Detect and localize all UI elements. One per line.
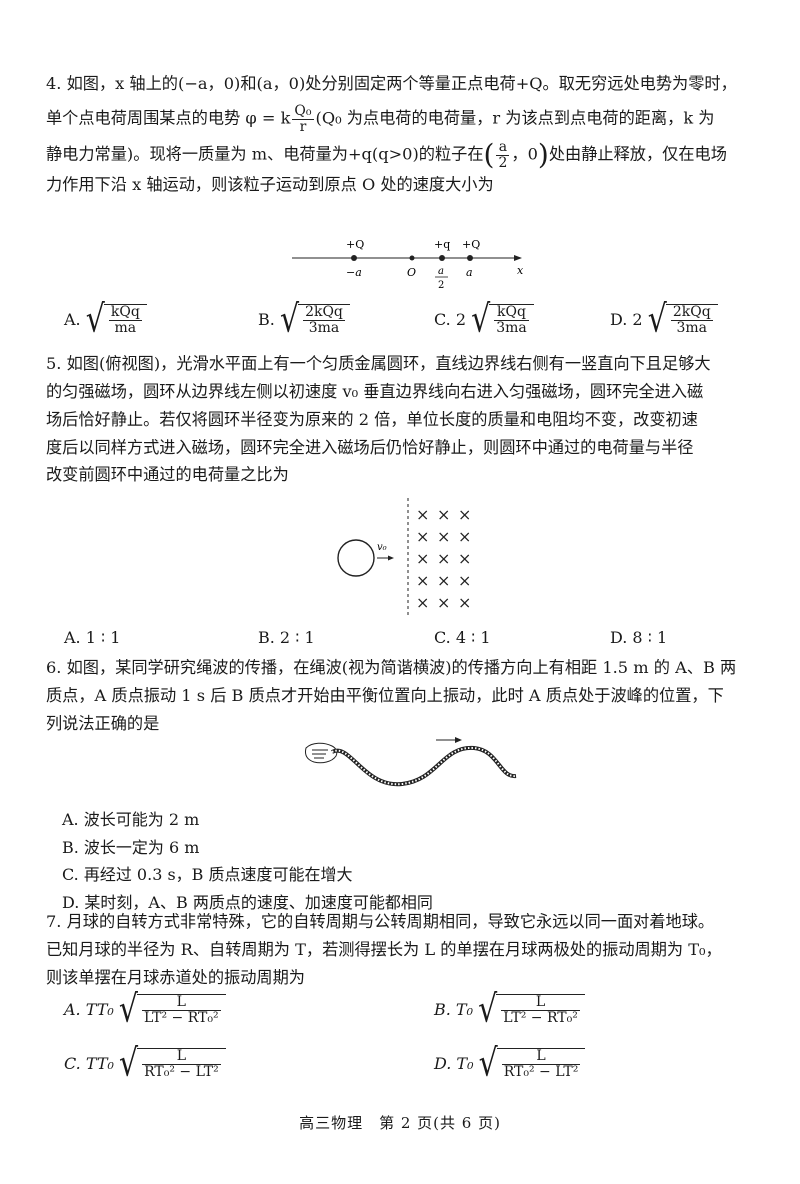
velocity-label: v₀ <box>377 542 387 553</box>
charge-right-dot <box>467 255 473 261</box>
question-5: 5. 如图(俯视图)，光滑水平面上有一个匀质金属圆环，直线边界线右侧有一竖直向下… <box>46 354 711 485</box>
charge-mid-dot <box>439 255 445 261</box>
x-axis-arrow <box>514 255 522 261</box>
charge-left-label: +Q <box>346 238 364 251</box>
tick-origin: O <box>407 266 416 279</box>
q5-choices: A. 1 ∶ 1 B. 2 ∶ 1 C. 4 ∶ 1 D. 8 ∶ 1 <box>46 628 762 652</box>
tick-a: a <box>466 266 473 279</box>
svg-text:×: × <box>437 571 450 590</box>
charge-left-dot <box>351 255 357 261</box>
svg-text:×: × <box>437 505 450 524</box>
metal-ring <box>337 539 375 577</box>
tick-half-den: 2 <box>438 280 444 291</box>
question-6: 6. 如图，某同学研究绳波的传播，在绳波(视为简谐横波)的传播方向上有相距 1.… <box>46 658 737 733</box>
q6-rope-wave-figure <box>305 737 517 787</box>
hand-icon <box>305 742 338 764</box>
magnetic-field-crosses: × × × × × × × × × × × × × × × <box>416 505 471 612</box>
q6-options: A. 波长可能为 2 m B. 波长一定为 6 m C. 再经过 0.3 s，B… <box>62 806 433 916</box>
q5-choice-a[interactable]: A. 1 ∶ 1 <box>64 628 121 647</box>
velocity-arrow-head <box>388 555 394 561</box>
svg-text:×: × <box>416 571 429 590</box>
q5-choice-d[interactable]: D. 8 ∶ 1 <box>610 628 668 647</box>
q5-choice-b[interactable]: B. 2 ∶ 1 <box>258 628 315 647</box>
origin-dot <box>409 255 415 261</box>
tick-neg-a: −a <box>346 266 362 279</box>
svg-text:×: × <box>458 527 471 546</box>
propagation-arrow-head <box>455 737 462 743</box>
question-4: 4. 如图，x 轴上的(−a，0)和(a，0)处分别固定两个等量正点电荷+Q。取… <box>46 70 762 198</box>
page-footer: 高三物理 第 2 页(共 6 页) <box>299 1114 501 1132</box>
question-7: 7. 月球的自转方式非常特殊，它的自转周期与公转周期相同，导致它永远以同一面对着… <box>46 912 722 987</box>
svg-text:×: × <box>458 571 471 590</box>
svg-text:×: × <box>416 505 429 524</box>
svg-text:×: × <box>416 549 429 568</box>
q4-line-1: 4. 如图，x 轴上的(−a，0)和(a，0)处分别固定两个等量正点电荷+Q。取… <box>46 74 737 93</box>
q6-option-b[interactable]: B. 波长一定为 6 m <box>62 837 200 857</box>
charge-right-label: +Q <box>462 238 480 251</box>
rope-wave <box>331 745 517 787</box>
tick-half-num: a <box>438 266 444 277</box>
q5-choice-c[interactable]: C. 4 ∶ 1 <box>434 628 491 647</box>
q6-option-c[interactable]: C. 再经过 0.3 s，B 质点速度可能在增大 <box>62 865 353 885</box>
charge-mid-label: +q <box>434 238 450 251</box>
svg-text:×: × <box>458 505 471 524</box>
q5-magnetic-field-figure: v₀ × × × × × × × × × × × × × × × <box>337 498 471 618</box>
svg-text:×: × <box>416 593 429 612</box>
q6-option-d[interactable]: D. 某时刻，A、B 两质点的速度、加速度可能都相同 <box>62 892 433 912</box>
svg-text:×: × <box>437 593 450 612</box>
q4-axis-figure: +Q +q +Q −a O a 2 a x <box>292 238 524 291</box>
q4-line-4: 力作用下沿 x 轴运动，则该粒子运动到原点 O 处的速度大小为 <box>46 174 494 194</box>
svg-text:×: × <box>458 549 471 568</box>
svg-text:×: × <box>458 593 471 612</box>
q6-option-a[interactable]: A. 波长可能为 2 m <box>62 810 200 829</box>
svg-text:×: × <box>437 549 450 568</box>
svg-text:×: × <box>416 527 429 546</box>
axis-label-x: x <box>517 264 524 277</box>
svg-text:×: × <box>437 527 450 546</box>
